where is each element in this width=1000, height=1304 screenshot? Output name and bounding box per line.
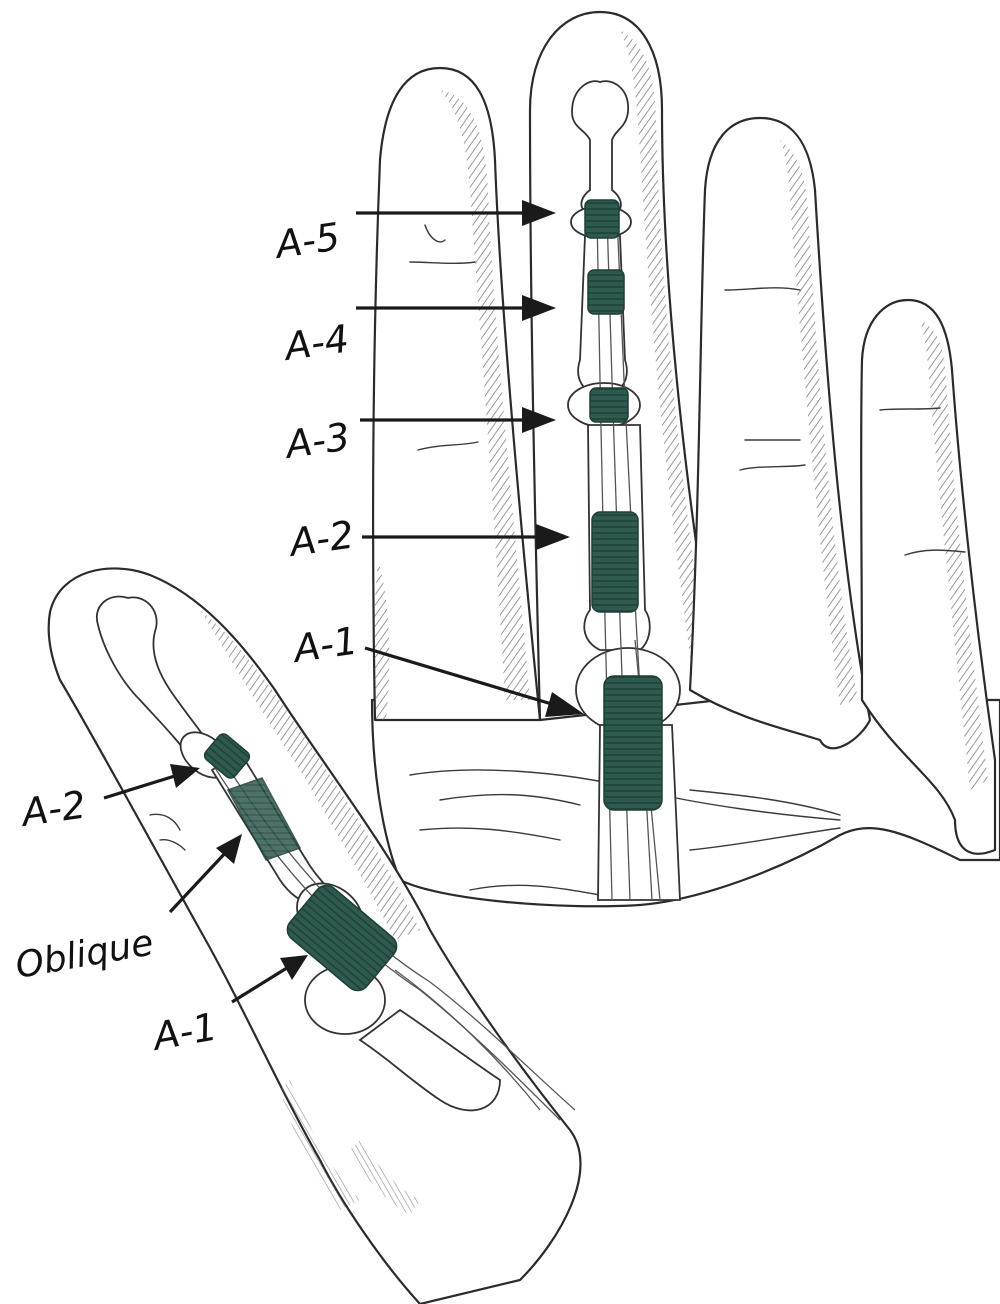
main-finger-labels: A-5 A-4 A-3 A-2 A-1: [270, 214, 360, 671]
label-lateral-a1: A-1: [147, 1004, 221, 1059]
label-a1: A-1: [288, 618, 360, 671]
pulley-a1-main: [604, 676, 662, 810]
label-a3: A-3: [280, 414, 352, 467]
label-a5: A-5: [270, 214, 342, 267]
label-oblique: Oblique: [12, 922, 156, 987]
label-lateral-a2: A-2: [16, 782, 88, 835]
palm-hand: [372, 12, 1000, 906]
pulley-a3-main: [590, 388, 628, 422]
label-a4: A-4: [279, 316, 351, 369]
pulley-a4-main: [588, 270, 624, 314]
label-a2: A-2: [284, 512, 356, 565]
pulley-a5-main: [585, 200, 619, 238]
pulley-a2-main: [592, 512, 638, 612]
